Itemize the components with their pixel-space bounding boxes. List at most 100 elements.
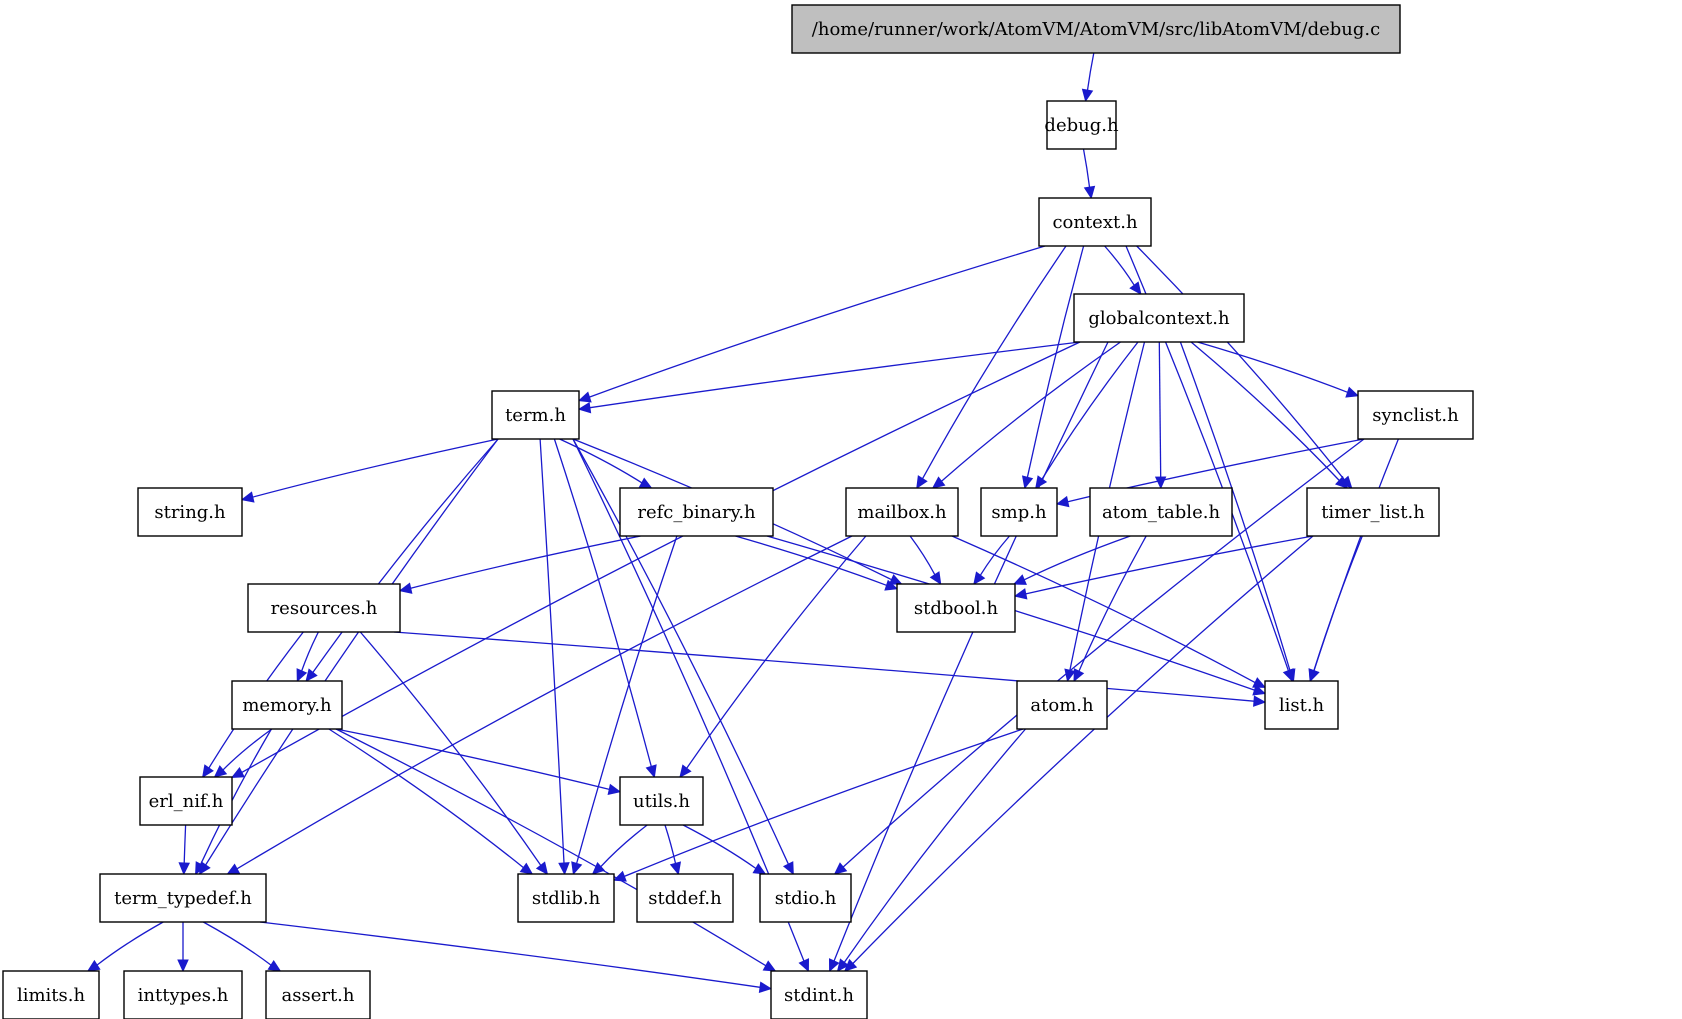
node-box bbox=[247, 583, 401, 633]
node-box bbox=[791, 4, 1401, 54]
node-globalcontext-h[interactable]: globalcontext.h bbox=[1073, 293, 1245, 343]
edge-memory_h-to-stdlib_h bbox=[328, 728, 534, 875]
edge-smp_h-to-stdbool_h bbox=[973, 535, 1010, 585]
edge-utils_h-to-stdlib_h bbox=[591, 824, 648, 875]
node-atom-table-h[interactable]: atom_table.h bbox=[1089, 487, 1233, 537]
node-box bbox=[1264, 680, 1339, 730]
node-box bbox=[1306, 487, 1440, 537]
edge-context_h-to-timer_list_h bbox=[1136, 245, 1353, 489]
edges-layer bbox=[86, 52, 1400, 994]
node-term-typedef-h[interactable]: term_typedef.h bbox=[99, 873, 267, 923]
node-box bbox=[2, 970, 100, 1019]
node-stdbool-h[interactable]: stdbool.h bbox=[896, 583, 1016, 633]
node-label: term_typedef.h bbox=[114, 888, 252, 909]
node-box bbox=[1046, 100, 1117, 150]
node-label: stdio.h bbox=[775, 888, 837, 909]
node-mailbox-h[interactable]: mailbox.h bbox=[845, 487, 959, 537]
node-atom-h[interactable]: atom.h bbox=[1016, 680, 1108, 730]
node-stddef-h[interactable]: stddef.h bbox=[636, 873, 734, 923]
node-context-h[interactable]: context.h bbox=[1038, 197, 1152, 247]
edge-synclist_h-to-stdio_h bbox=[833, 438, 1365, 875]
node-label: term.h bbox=[505, 405, 566, 426]
node-label: stdint.h bbox=[784, 985, 854, 1006]
edge-term_h-to-refc_binary_h bbox=[559, 438, 653, 489]
node-box bbox=[845, 487, 959, 537]
edge-globalcontext_h-to-timer_list_h bbox=[1190, 341, 1349, 489]
edge-term_h-to-memory_h bbox=[305, 438, 499, 682]
node-label: limits.h bbox=[17, 985, 86, 1006]
edge-timer_list_h-to-stdbool_h bbox=[1013, 535, 1314, 600]
node-box bbox=[123, 970, 243, 1019]
node-label: smp.h bbox=[991, 502, 1047, 523]
node-label: globalcontext.h bbox=[1088, 308, 1230, 329]
node-resources-h[interactable]: resources.h bbox=[247, 583, 401, 633]
node-label: context.h bbox=[1052, 212, 1138, 233]
node-label: atom_table.h bbox=[1102, 502, 1220, 523]
node-box bbox=[1073, 293, 1245, 343]
edge-debug_h-to-context_h bbox=[1082, 148, 1096, 200]
edge-resources_h-to-memory_h bbox=[296, 631, 319, 683]
node-label: erl_nif.h bbox=[149, 791, 224, 812]
node-inttypes-h[interactable]: inttypes.h bbox=[123, 970, 243, 1019]
edge-context_h-to-globalcontext_h bbox=[1104, 245, 1142, 295]
edge-memory_h-to-term_typedef_h bbox=[195, 728, 272, 876]
node-box bbox=[231, 680, 343, 730]
edge-resources_h-to-stdlib_h bbox=[359, 631, 549, 875]
edge-memory_h-to-stdint_h bbox=[335, 728, 777, 972]
node-label: utils.h bbox=[633, 791, 690, 812]
edge-globalcontext_h-to-stdint_h bbox=[828, 341, 1109, 973]
node-string-h[interactable]: string.h bbox=[137, 487, 243, 537]
node-label: list.h bbox=[1279, 695, 1325, 716]
edge-term_typedef_h-to-assert_h bbox=[202, 921, 282, 972]
edge-globalcontext_h-to-term_h bbox=[577, 341, 1081, 414]
node-erl-nif-h[interactable]: erl_nif.h bbox=[139, 776, 233, 826]
node-term-h[interactable]: term.h bbox=[491, 390, 580, 440]
node-label: /home/runner/work/AtomVM/AtomVM/src/libA… bbox=[812, 19, 1380, 40]
edge-context_h-to-term_h bbox=[577, 245, 1046, 403]
node-label: timer_list.h bbox=[1321, 502, 1425, 523]
edge-term_h-to-string_h bbox=[240, 438, 499, 503]
node-label: string.h bbox=[154, 502, 226, 523]
edge-refc_binary_h-to-stdlib_h bbox=[571, 535, 678, 876]
node-box bbox=[980, 487, 1058, 537]
edge-erl_nif_h-to-term_typedef_h bbox=[178, 824, 190, 876]
node-debug-h[interactable]: debug.h bbox=[1044, 100, 1119, 150]
edge-term_h-to-stdlib_h bbox=[539, 438, 570, 876]
node-box bbox=[517, 873, 615, 923]
node-label: assert.h bbox=[281, 985, 354, 1006]
node-stdio-h[interactable]: stdio.h bbox=[759, 873, 852, 923]
node-root: /home/runner/work/AtomVM/AtomVM/src/libA… bbox=[791, 4, 1401, 54]
node-box bbox=[1016, 680, 1108, 730]
nodes-layer: /home/runner/work/AtomVM/AtomVM/src/libA… bbox=[2, 4, 1474, 1019]
node-label: atom.h bbox=[1030, 695, 1094, 716]
edge-globalcontext_h-to-atom_table_h bbox=[1154, 341, 1167, 490]
node-refc-binary-h[interactable]: refc_binary.h bbox=[619, 487, 774, 537]
node-stdint-h[interactable]: stdint.h bbox=[770, 970, 868, 1019]
node-box bbox=[1089, 487, 1233, 537]
node-box bbox=[1038, 197, 1152, 247]
node-synclist-h[interactable]: synclist.h bbox=[1357, 390, 1474, 440]
node-assert-h[interactable]: assert.h bbox=[265, 970, 371, 1019]
edge-term_typedef_h-to-limits_h bbox=[86, 921, 164, 972]
edge-term_typedef_h-to-stdint_h bbox=[259, 921, 773, 994]
node-box bbox=[491, 390, 580, 440]
node-label: refc_binary.h bbox=[637, 502, 756, 523]
node-utils-h[interactable]: utils.h bbox=[619, 776, 704, 826]
edge-atom_table_h-to-stdbool_h bbox=[1012, 535, 1131, 585]
node-list-h[interactable]: list.h bbox=[1264, 680, 1339, 730]
edge-mailbox_h-to-utils_h bbox=[679, 535, 867, 778]
node-smp-h[interactable]: smp.h bbox=[980, 487, 1058, 537]
node-label: resources.h bbox=[271, 598, 378, 619]
node-stdlib-h[interactable]: stdlib.h bbox=[517, 873, 615, 923]
edge-globalcontext_h-to-smp_h bbox=[1035, 341, 1139, 489]
node-box bbox=[137, 487, 243, 537]
node-limits-h[interactable]: limits.h bbox=[2, 970, 100, 1019]
node-box bbox=[265, 970, 371, 1019]
edge-refc_binary_h-to-stdbool_h bbox=[735, 535, 899, 591]
node-label: mailbox.h bbox=[857, 502, 947, 523]
node-timer-list-h[interactable]: timer_list.h bbox=[1306, 487, 1440, 537]
node-label: debug.h bbox=[1044, 115, 1119, 136]
node-memory-h[interactable]: memory.h bbox=[231, 680, 343, 730]
edge-term_h-to-stdio_h bbox=[572, 438, 794, 876]
